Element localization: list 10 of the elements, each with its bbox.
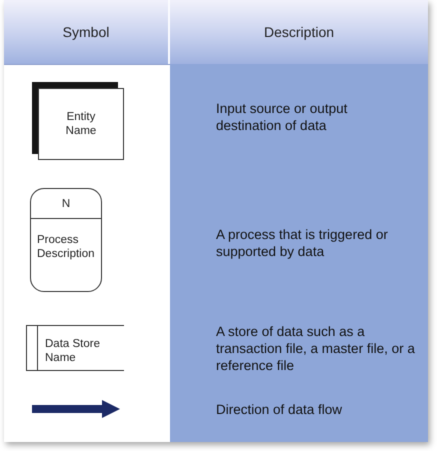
process-number: N bbox=[62, 196, 70, 210]
description-text: Direction of data flow bbox=[216, 401, 344, 418]
description-text: A process that is triggered or supported by data bbox=[216, 226, 389, 260]
column-header: Description bbox=[262, 24, 336, 40]
process-description: Process Description bbox=[37, 233, 96, 261]
entity-name: Entity Name bbox=[64, 110, 98, 138]
description-text: A store of data such as a transaction file, a master file, or a reference file bbox=[216, 323, 416, 374]
data-store-name: Data Store Name bbox=[45, 337, 101, 365]
description-text: Input source or output destination of data bbox=[216, 100, 348, 134]
column-header: Symbol bbox=[62, 24, 110, 40]
